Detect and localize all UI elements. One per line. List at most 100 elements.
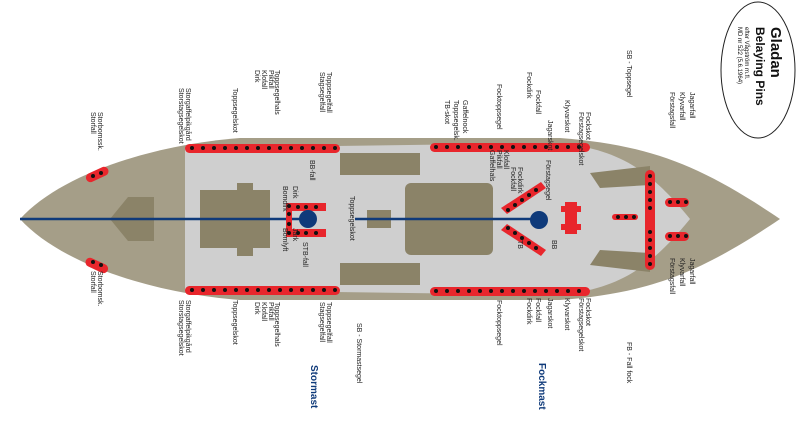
belaying-pin [544,145,548,149]
belaying-pin [566,145,570,149]
belaying-pin [478,289,482,293]
pin-label: Förstagsfall [668,258,675,295]
belaying-pin [314,231,318,235]
pin-label: Pikfall [267,302,274,321]
pin-label: Fockdirk [525,72,532,99]
foremast[interactable] [530,211,548,229]
pin-label: Storstagsegelskot [177,300,184,356]
pin-label: Focktoppsegel [495,84,502,130]
pin-label: Fockdirk [525,298,532,325]
pin-label: Klyvarfall [678,92,685,121]
belaying-pin [577,145,581,149]
pin-label: Stagsegelfall [318,302,325,343]
belaying-pin [256,146,260,150]
belaying-pin [648,190,652,194]
rail-port-aft [185,144,340,153]
belaying-pin [333,146,337,150]
belaying-pin [456,289,460,293]
belaying-pin [278,146,282,150]
belaying-pin [566,289,570,293]
belaying-pin [287,204,291,208]
aft-cabin-bottom [237,244,253,256]
rail-stb-aft [185,286,340,295]
pin-label: SB - Stormastsegel [355,323,362,384]
pin-label: Toppsegelsk. [452,100,459,141]
pin-label: Jagarfall [688,92,695,119]
pin-label: Toppsegelfall [325,72,332,113]
pin-label: Storgaffelpikgård [184,88,192,141]
pin-label: Storfall [89,112,96,134]
belaying-pin [511,145,515,149]
belaying-pin [311,146,315,150]
pin-label: Toppsegelskot [348,196,355,241]
belaying-pin [245,288,249,292]
belaying-pin [322,146,326,150]
belaying-pin [648,246,652,250]
belaying-pin [648,254,652,258]
mainmast[interactable] [299,210,317,228]
belaying-pin [267,146,271,150]
fore-hatch-red-top [561,206,581,212]
belaying-pin [223,146,227,150]
belaying-pin [245,146,249,150]
pin-label: Fockfall [534,90,541,115]
belaying-pin [223,288,227,292]
belaying-pin [445,289,449,293]
pin-label: Dirk [253,302,260,315]
pin-label: Stagsegelfall [318,72,325,113]
belaying-pin [287,222,291,226]
pin-label: Jagarskot [546,298,553,328]
pin-label: Bomlyft [281,228,288,251]
pin-label: STB-fall [301,242,308,267]
belaying-pin [287,212,291,216]
belaying-pin [632,215,636,219]
belaying-pin [201,288,205,292]
title-source: efter Vågström m.fl. [743,27,750,80]
pin-label: BB [550,240,557,250]
pin-label: Klofall [502,150,509,170]
belaying-pin [311,288,315,292]
belaying-pin [544,289,548,293]
belaying-pin [520,236,524,240]
belaying-pin [684,200,688,204]
belaying-pin [267,288,271,292]
belaying-pin [684,234,688,238]
pin-label: TB-skot [443,100,450,124]
belaying-pin [190,288,194,292]
belaying-pin [304,231,308,235]
pin-label: Fockfall [509,167,516,192]
belaying-pin [296,231,300,235]
belaying-pin [533,289,537,293]
rail-stb-fore [430,287,590,296]
pin-label: Fockfall [534,298,541,323]
pin-label: Gaffelhals [488,150,495,182]
foremast-label: Fockmast [536,363,547,410]
belaying-pin [287,231,291,235]
rail-port-quarter [85,166,109,183]
belaying-pin [445,145,449,149]
belaying-pin [648,238,652,242]
pin-label: Jark [291,228,298,242]
belaying-pin [648,206,652,210]
pin-label: Klyvarskot [563,298,570,330]
pin-label: BB-fall [308,160,315,181]
belaying-pin [91,174,95,178]
pin-label: Dirk [291,186,298,199]
belaying-pin [434,289,438,293]
bow-bottom-structure [590,250,650,272]
pin-label: Storgaffelpikgård [184,300,192,353]
pin-label: SB - Toppsegel [625,50,632,98]
belaying-pin [289,288,293,292]
belaying-pin [648,198,652,202]
pin-label: Förstagsegelskot [577,112,584,165]
belaying-pin [668,200,672,204]
mid-bottom-structure [340,263,420,285]
pin-label: Storbomssk. [96,112,103,151]
belaying-pin [527,193,531,197]
ship-name: Gladan [767,27,784,78]
belaying-pin [296,205,300,209]
belaying-pin [467,289,471,293]
belaying-pin [99,171,103,175]
